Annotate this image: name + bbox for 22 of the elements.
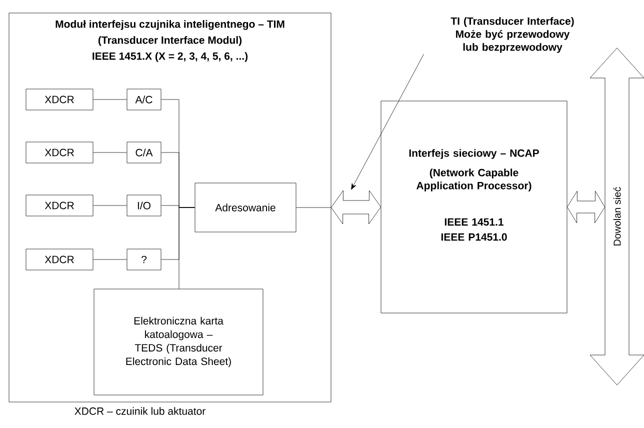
- block-box: Adresowanie: [194, 182, 296, 232]
- block-box: XDCR: [26, 142, 94, 164]
- block-box: XDCR: [26, 194, 94, 216]
- hollow-double-arrow: [567, 190, 605, 224]
- teds-box: Elektroniczna karta katoalogowa – TEDS (Transducer Electronic Data Sheet): [94, 288, 264, 396]
- connector-line: [93, 259, 127, 260]
- connector-line: [93, 99, 127, 100]
- block-box: XDCR: [26, 88, 94, 110]
- leader-arrow: [351, 54, 424, 190]
- connector-line: [93, 205, 127, 206]
- ncap-box: Interfejs sieciowy – NCAP (Network Capable Application Processor) IEEE 1451.1 IEEE P1451.0: [380, 100, 568, 314]
- bus-line: [178, 207, 195, 289]
- connector-line: [296, 207, 332, 208]
- block-box: I/O: [126, 194, 162, 216]
- hollow-double-arrow: [331, 190, 381, 224]
- block-box: ?: [126, 248, 162, 270]
- block-box: C/A: [126, 142, 162, 164]
- block-box: XDCR: [26, 248, 94, 270]
- annotation-text: TI (Transducer Interface) Może być przewodowy lub bezprzewodowy: [450, 17, 574, 53]
- block-box: A/C: [126, 88, 162, 110]
- connector-line: [93, 152, 127, 153]
- footnote-text: XDCR – czuinik lub aktuator: [74, 407, 206, 415]
